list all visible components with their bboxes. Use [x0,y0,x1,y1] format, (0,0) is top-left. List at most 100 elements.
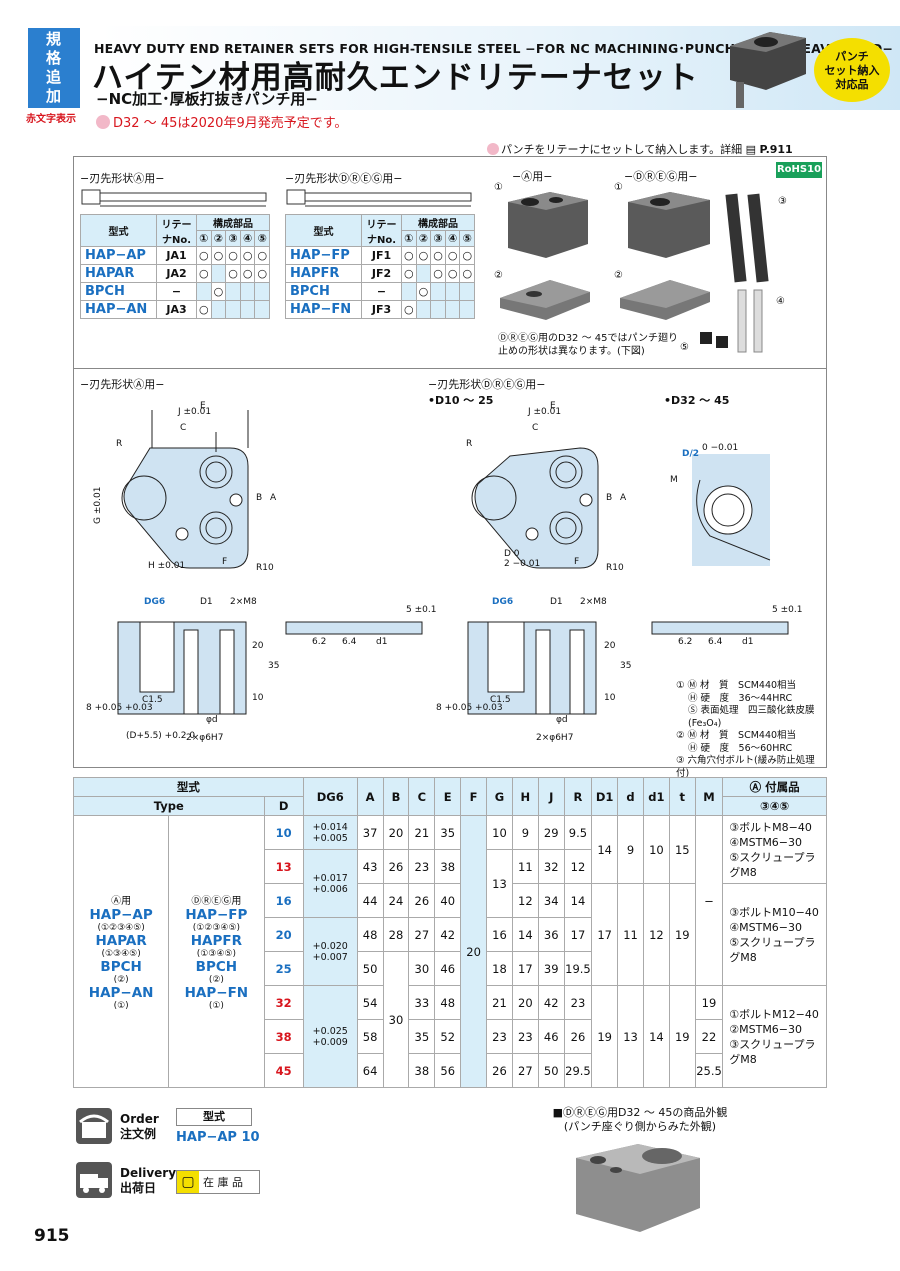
mark-cell [210,300,227,319]
d1-cell: 17 [591,883,619,986]
g-cell: 16 [486,917,513,952]
a-cell: 44 [356,883,384,918]
h-cell: 17 [511,951,539,986]
mark-cell: ○ [210,246,227,265]
svg-text:8 +0.05 +0.03: 8 +0.05 +0.03 [86,703,153,713]
svg-text:5 ±0.1: 5 ±0.1 [406,605,436,615]
svg-text:D1: D1 [200,597,213,607]
d1-small-cell: 14 [642,985,670,1088]
a-cell: 64 [356,1053,384,1088]
type-name: HAP−FP [185,907,248,923]
material-notes: ① Ⓜ 材 質 SCM440相当 Ⓗ 硬 度 36～44HRC Ⓢ 表面処理 四… [676,680,826,780]
m-cell: − [694,815,724,986]
order-col-header: 型式 [176,1108,252,1126]
svg-text:J ±0.01: J ±0.01 [177,407,211,417]
table-row: 20 +0.020 +0.007 48 28 27 42 16 14 36 17 [74,917,827,986]
h-cell: 9 [511,815,539,850]
svg-text:セット納入: セット納入 [825,63,880,77]
acc-line: ⑤スクリュープラグM8 [729,935,816,964]
d-composition-table: 型式 リテーナNo. 構成部品 ① ② ③ ④ ⑤ HAP−FP JF1 ○ ○… [285,214,476,319]
mark-cell [225,300,241,319]
col-r: R [563,777,593,816]
type-parts: (②) [208,975,224,985]
svg-text:0 −0.01: 0 −0.01 [702,443,738,453]
material-line: Ⓗ 硬 度 36～44HRC [688,692,793,704]
tag-line: 追 [45,68,62,86]
mark-cell: ○ [444,264,461,283]
svg-text:2×φ6H7: 2×φ6H7 [536,733,573,743]
a-cell: 58 [356,1019,384,1054]
j-cell: 36 [537,917,565,952]
mark-cell: ○ [415,282,432,301]
r-cell: 23 [563,985,593,1020]
col-a: A [356,777,384,816]
mark-cell: ○ [196,264,212,283]
mark-cell: ○ [459,246,476,265]
r-cell: 26 [563,1019,593,1054]
mark-cell: ○ [415,246,432,265]
tag-line: 規 [45,30,62,48]
svg-text:35: 35 [620,661,631,671]
part-num: ② [210,230,227,247]
svg-text:6.2: 6.2 [678,637,692,647]
retainer-cell: JA2 [156,264,197,283]
type-parts: (①) [208,1001,224,1011]
box-icon: ▢ [177,1171,199,1193]
f-cell: 20 [460,815,488,1088]
badge-text: パンチ [835,50,869,63]
retainer-cell: − [156,282,197,301]
g-cell: 18 [486,951,513,986]
photo-caption-2: (パンチ座ぐり側からみた外観) [563,1120,717,1133]
col-d1: D1 [591,777,619,816]
tol-cell: +0.025 +0.009 [302,985,358,1088]
tag-line: 加 [45,87,62,105]
b-cell: 28 [382,917,410,952]
part-num: ③ [430,230,446,247]
j-cell: 29 [537,815,565,850]
d-cell: 25 [263,951,304,986]
h-cell: 14 [511,917,539,952]
j-cell: 32 [537,849,565,884]
type-parts: (①) [113,1001,129,1011]
photo-note: ⒹⓇⒺⒼ用のD32 ～ 45ではパンチ廻り止めの形状は異なります。(下図) [498,333,679,357]
t-cell: 19 [668,883,696,986]
svg-text:①: ① [494,182,503,193]
info-icon [96,115,110,129]
type-d-head: ⒹⓇⒺⒼ用 [191,896,242,907]
col-retainer: リテーナNo. [156,214,197,247]
svg-text:20: 20 [604,641,616,651]
svg-text:d1: d1 [376,637,387,647]
svg-text:G ±0.01: G ±0.01 [93,487,103,524]
drawing-d-title: −刃先形状ⒹⓇⒺⒼ用− [428,378,546,391]
type-parts: (①②③④⑤) [97,923,145,933]
svg-text:DG6: DG6 [144,597,165,607]
mark-cell: ○ [225,246,241,265]
e-cell: 38 [434,849,462,884]
svg-text:B: B [256,493,262,503]
j-cell: 46 [537,1019,565,1054]
phone-icon [76,1108,112,1144]
type-name: HAP−AP [89,907,153,923]
material-line: ① Ⓜ 材 質 SCM440相当 [676,680,797,691]
part-num: ③ [225,230,241,247]
mark-cell: ○ [444,246,461,265]
svg-text:A: A [270,493,277,503]
page-ref-link[interactable]: P.911 [759,143,793,156]
svg-text:6.4: 6.4 [708,637,723,647]
e-cell: 42 [434,917,462,952]
type-name: HAPFR [190,933,242,949]
order-en: Order [120,1112,159,1126]
svg-text:2×φ6H7: 2×φ6H7 [186,733,223,743]
svg-text:φd: φd [556,715,568,725]
col-f: F [460,777,488,816]
deliv-jp: 出荷日 [120,1181,157,1195]
part-num: ⑤ [459,230,476,247]
mark-cell [444,282,461,301]
e-cell: 35 [434,815,462,850]
col-e: E [434,777,462,816]
table-row: 32 +0.025 +0.009 54 33 48 21 20 42 23 19… [74,985,827,1088]
table-row: 16 44 24 26 40 12 34 14 17 11 12 19 ③ボルト… [74,883,827,986]
svg-text:5 ±0.1: 5 ±0.1 [772,605,802,615]
d-table-title: −刃先形状ⒹⓇⒺⒼ用− [285,172,403,185]
g-cell: 21 [486,985,513,1020]
